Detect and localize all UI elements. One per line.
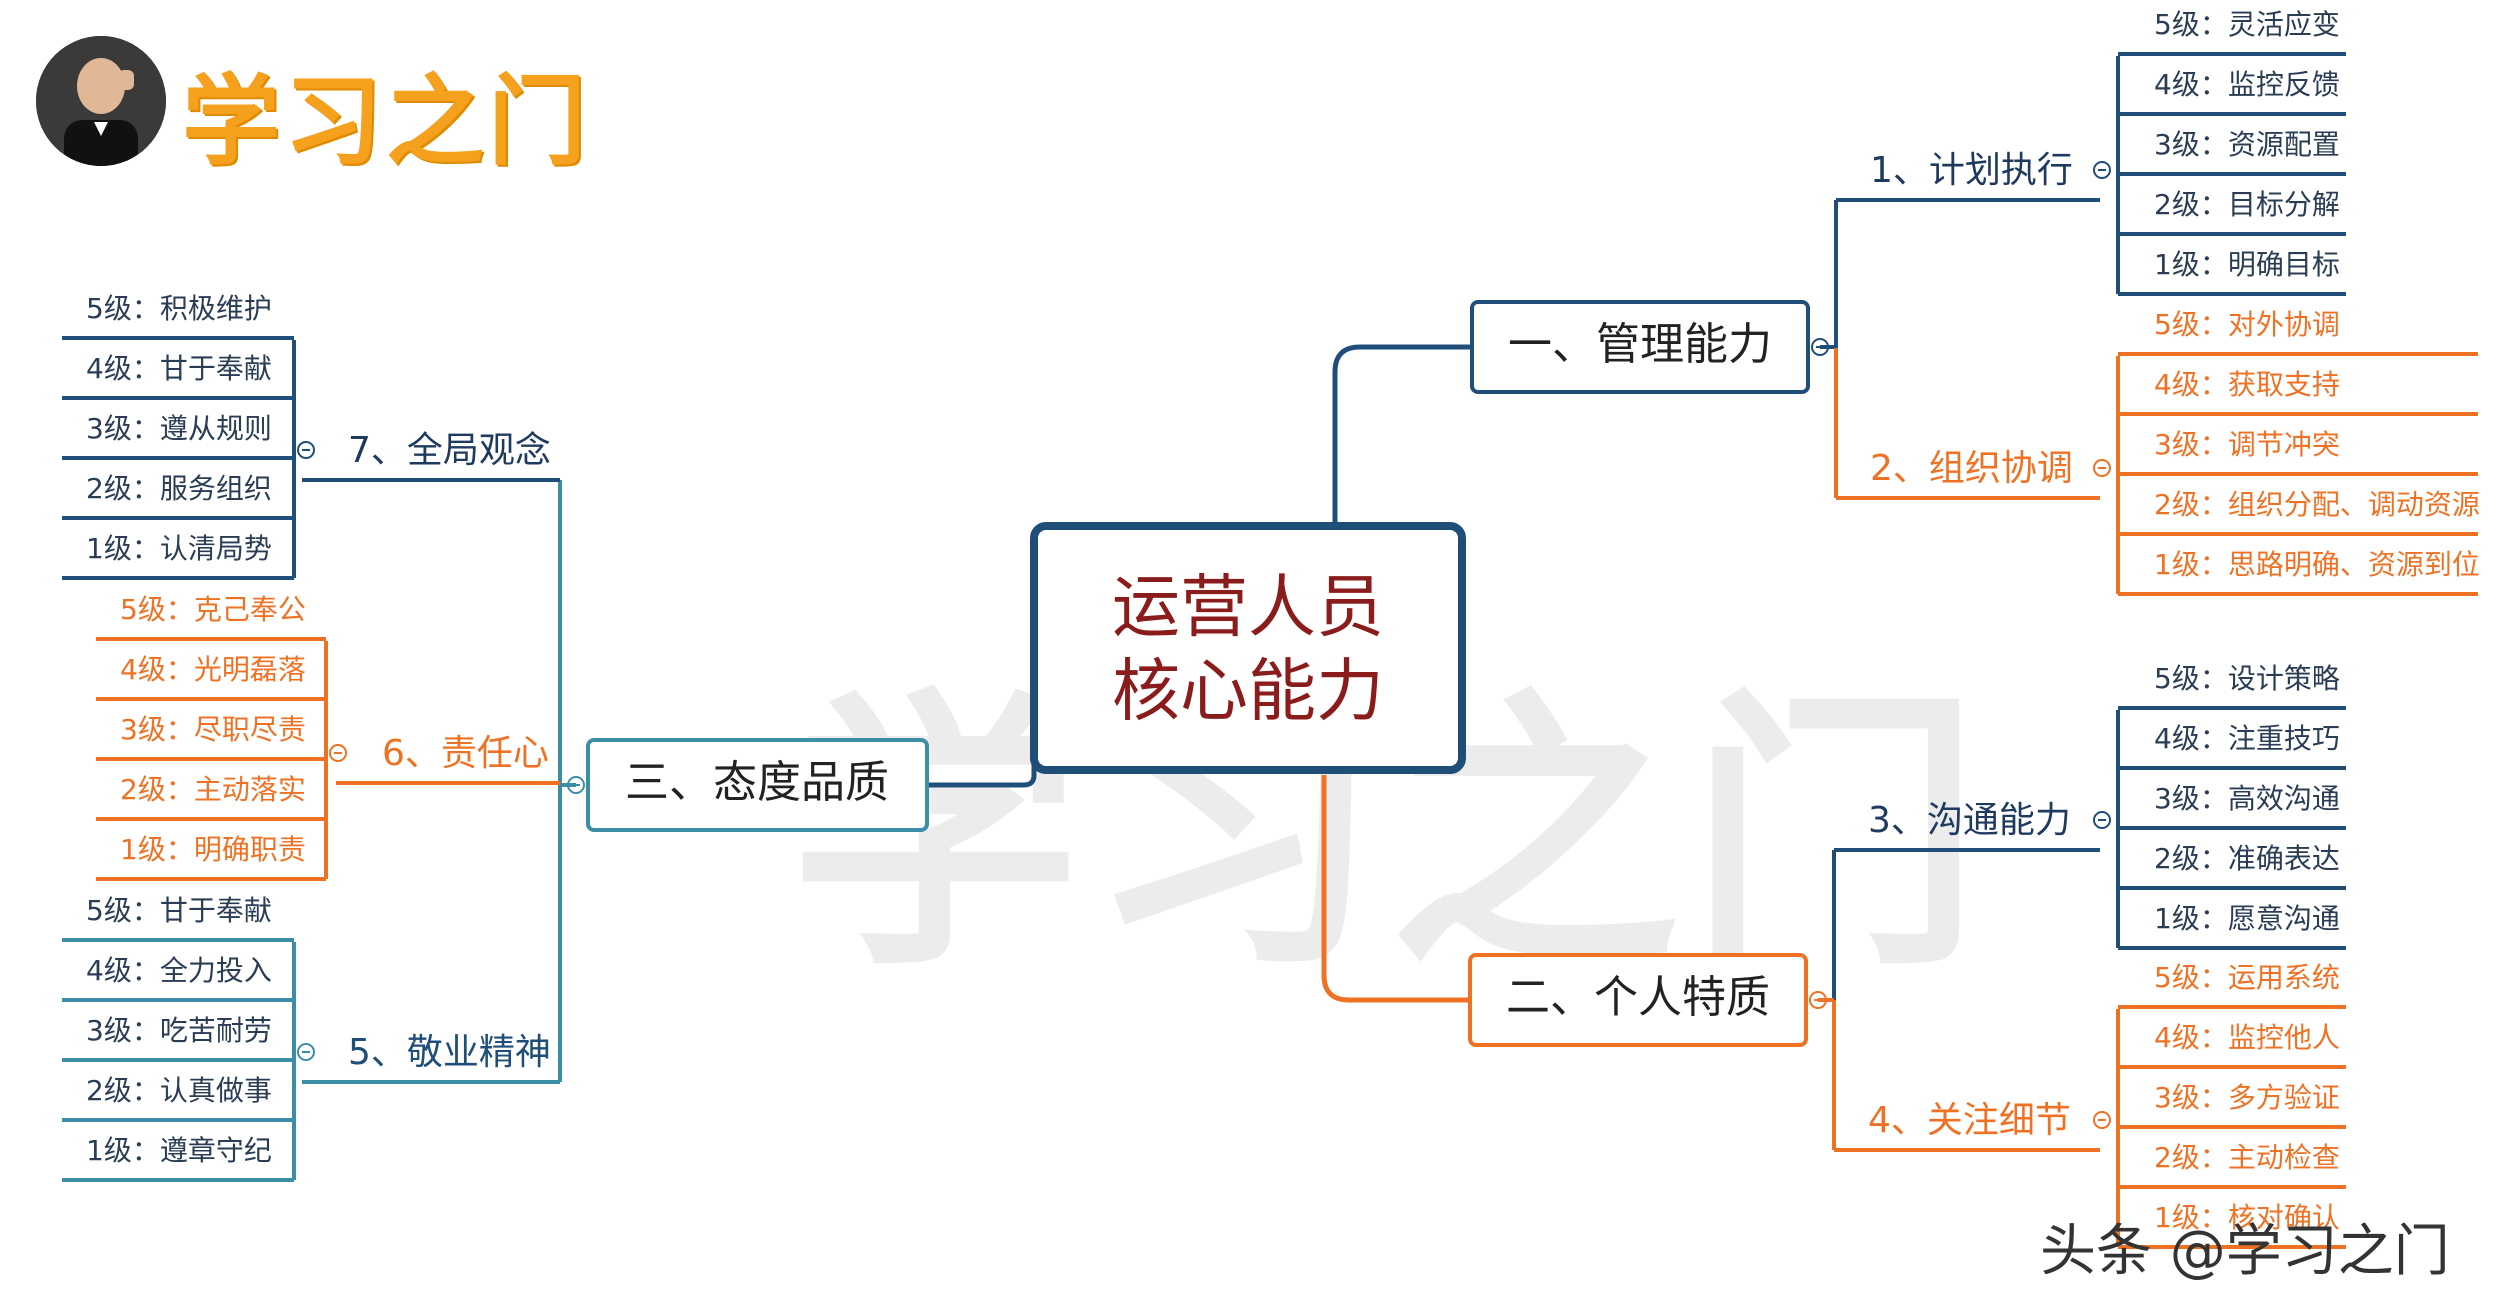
leaf-item: 2级：目标分解 [2154,188,2340,221]
leaf-item: 4级：注重技巧 [2154,722,2340,755]
leaf-item: 5级：甘于奉献 [86,894,272,927]
level2-label: 7、全局观念 [348,430,551,471]
level2-label: 2、组织协调 [1870,448,2073,489]
leaf-item: 4级：光明磊落 [120,653,306,686]
leaf-item: 5级：克己奉公 [120,593,306,626]
leaf-item: 3级：遵从规则 [86,412,272,445]
leaf-item: 2级：准确表达 [2154,842,2340,875]
center-title-line1: 运营人员 [1112,569,1384,648]
leaf-item: 2级：主动落实 [120,773,306,806]
leaf-item: 1级：愿意沟通 [2154,902,2340,935]
center-node [1030,522,1466,774]
leaf-item: 5级：灵活应变 [2154,8,2340,41]
level2-label: 6、责任心 [382,733,549,774]
leaf-item: 5级：设计策略 [2154,662,2340,695]
level1-node [1470,300,1810,394]
level1-label: 一、管理能力 [1508,319,1772,370]
level2-label: 3、沟通能力 [1868,800,2071,841]
leaf-item: 1级：明确目标 [2154,248,2340,281]
leaf-item: 2级：组织分配、调动资源 [2154,488,2480,521]
leaf-item: 4级：监控他人 [2154,1021,2340,1054]
level1-node [1468,953,1808,1047]
level2-label: 1、计划执行 [1870,150,2073,191]
leaf-item: 2级：服务组织 [86,472,272,505]
leaf-item: 5级：对外协调 [2154,308,2340,341]
leaf-item: 4级：监控反馈 [2154,68,2340,101]
leaf-item: 1级：思路明确、资源到位 [2154,548,2480,581]
leaf-item: 1级：认清局势 [86,532,272,565]
connector-center-to-b3 [927,760,1037,788]
leaf-item: 1级：明确职责 [120,833,306,866]
leaf-item: 1级：核对确认 [2154,1201,2340,1234]
level1-node [586,738,929,832]
leaf-item: 5级：运用系统 [2154,961,2340,994]
leaf-item: 2级：主动检查 [2154,1141,2340,1174]
level2-label: 4、关注细节 [1868,1100,2071,1141]
level1-label: 三、态度品质 [625,757,889,808]
leaf-item: 3级：调节冲突 [2154,428,2340,461]
connector-spacer [1335,347,1472,370]
leaf-item: 3级：尽职尽责 [120,713,306,746]
leaf-item: 3级：多方验证 [2154,1081,2340,1114]
connector-center-to-b2 [1321,775,1470,1003]
leaf-item: 1级：遵章守纪 [86,1134,272,1167]
leaf-item: 5级：积极维护 [86,292,272,325]
leaf-item: 3级：资源配置 [2154,128,2340,161]
level1-label: 二、个人特质 [1506,972,1770,1023]
leaf-item: 3级：高效沟通 [2154,782,2340,815]
avatar [36,36,166,166]
leaf-item: 4级：全力投入 [86,954,272,987]
connector-center-to-b1 [1332,344,1472,522]
brand-title: 学习之门 [182,65,591,179]
level2-label: 5、敬业精神 [348,1032,551,1073]
leaf-item: 4级：甘于奉献 [86,352,272,385]
leaf-item: 2级：认真做事 [86,1074,272,1107]
leaf-item: 3级：吃苦耐劳 [86,1014,272,1047]
leaf-item: 4级：获取支持 [2154,368,2340,401]
source-label: 头条 @学习之门 [2040,1219,2450,1284]
center-title-line2: 核心能力 [1112,653,1384,732]
